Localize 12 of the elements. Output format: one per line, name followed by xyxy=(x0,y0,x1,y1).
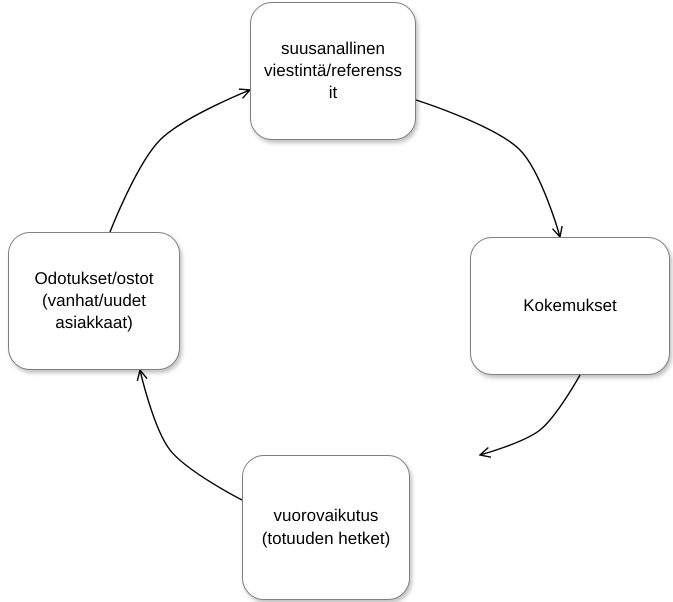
curved-arrow xyxy=(109,88,251,232)
rounded-box xyxy=(250,2,416,140)
rounded-box xyxy=(242,455,410,600)
node-label: vuorovaikutus (totuuden hetket) xyxy=(260,505,392,550)
curved-arrow xyxy=(416,99,563,238)
rounded-box xyxy=(8,232,180,370)
curved-arrow xyxy=(136,369,242,501)
node-label: Odotukset/ostot (vanhat/uudet asiakkaat) xyxy=(33,268,155,334)
curved-arrow xyxy=(479,374,581,458)
node-label: suusanallinen viestintä/referenss it xyxy=(264,38,402,104)
rounded-box xyxy=(470,237,670,375)
node-label: Kokemukset xyxy=(523,294,617,317)
